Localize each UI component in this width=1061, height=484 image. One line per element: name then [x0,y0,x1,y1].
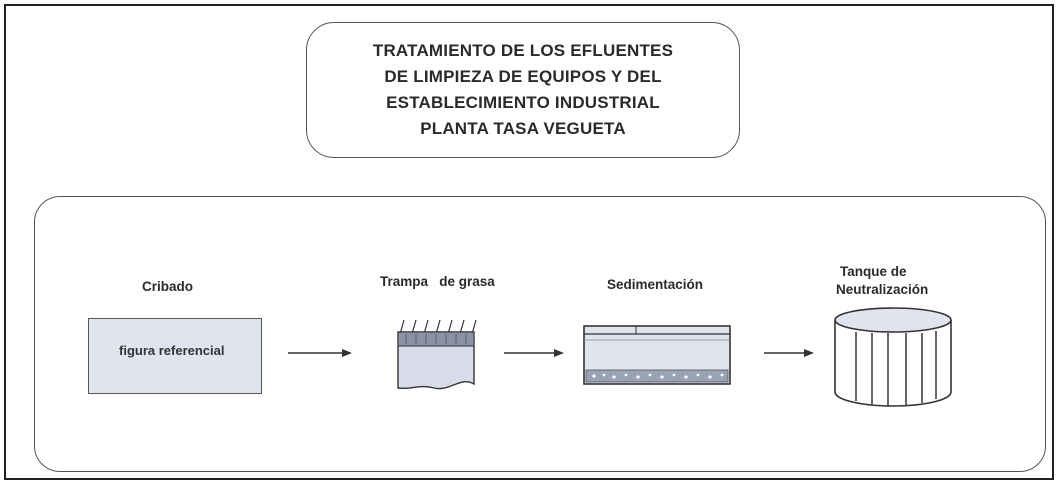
title-line-4: PLANTA TASA VEGUETA [420,119,626,138]
step-label-cribado: Cribado [142,279,194,294]
cribado-figure-box: figura referencial [88,318,262,394]
cribado-placeholder-text: figura referencial [119,343,225,358]
neutralization-tank-icon [834,307,952,407]
title-line-3: ESTABLECIMIENTO INDUSTRIAL [386,93,660,112]
title-line-2: DE LIMPIEZA DE EQUIPOS Y DEL [384,67,662,86]
step-label-trampa-de-grasa: Trampa de grasa [380,274,495,289]
arrow-1 [288,349,352,357]
sedimentation-tank-icon [583,325,731,385]
title-box: TRATAMIENTO DE LOS EFLUENTES DE LIMPIEZA… [306,22,740,158]
step-label-tanque-line-1: Tanque de [840,264,907,279]
arrow-3 [764,349,814,357]
title-line-1: TRATAMIENTO DE LOS EFLUENTES [372,41,674,60]
step-label-tanque-line-2: Neutralización [836,282,929,297]
page-frame [4,4,1054,480]
grease-trap-icon [397,319,477,390]
process-box [34,196,1046,472]
arrow-2 [504,349,564,357]
step-label-sedimentacion: Sedimentación [607,277,704,292]
